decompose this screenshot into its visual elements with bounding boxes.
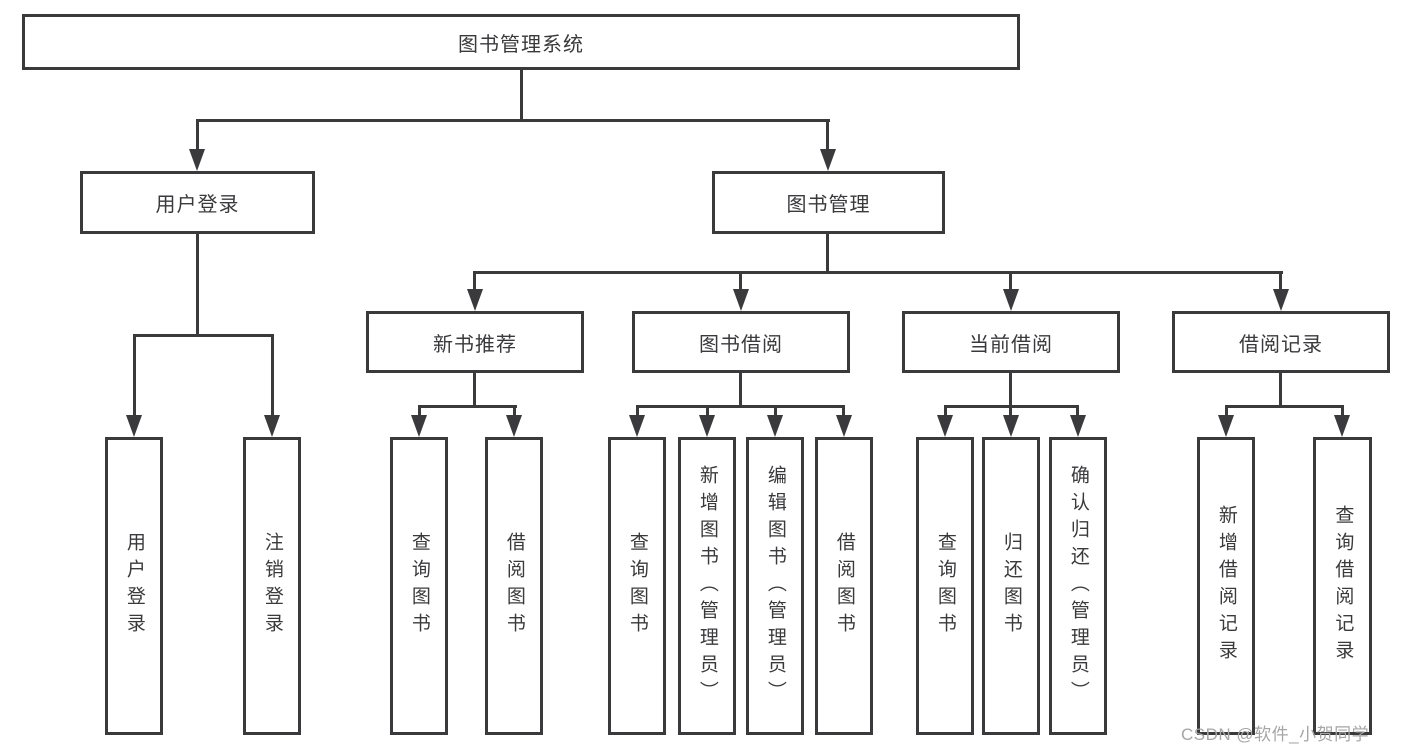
arrow-down-icon [836, 415, 852, 437]
arrow-down-icon [506, 415, 522, 437]
node-book-borrowing-label: 图书借阅 [699, 333, 783, 356]
leaf-add-books-admin-label: 新增图书（管理员） [696, 464, 718, 708]
node-user-login: 用户登录 [80, 171, 315, 234]
leaf-borrow-books-recommend: 借阅图书 [485, 437, 543, 735]
connector-line [1076, 405, 1079, 417]
node-borrowing-records: 借阅记录 [1172, 311, 1390, 373]
connector-line [636, 405, 845, 408]
arrow-down-icon [1003, 289, 1019, 311]
leaf-query-books-borrowing-label: 查询图书 [626, 532, 648, 640]
leaf-query-borrow-record-label: 查询借阅记录 [1332, 505, 1354, 667]
leaf-add-books-admin: 新增图书（管理员） [678, 437, 736, 735]
leaf-confirm-return-admin-label: 确认归还（管理员） [1067, 464, 1089, 708]
leaf-user-login-label: 用户登录 [123, 532, 145, 640]
connector-line [842, 405, 845, 417]
leaf-borrow-books-recommend-label: 借阅图书 [503, 532, 525, 640]
leaf-borrow-books-label: 借阅图书 [833, 532, 855, 640]
leaf-query-books-recommend-label: 查询图书 [408, 532, 430, 640]
arrow-down-icon [699, 415, 715, 437]
connector-line [1009, 405, 1012, 417]
node-book-management: 图书管理 [712, 171, 945, 234]
connector-line [826, 234, 829, 274]
node-book-management-label: 图书管理 [786, 194, 871, 216]
connector-line [196, 234, 199, 337]
arrow-down-icon [733, 289, 749, 311]
connector-line [636, 405, 639, 417]
leaf-logout: 注销登录 [243, 437, 301, 735]
leaf-logout-label: 注销登录 [261, 532, 283, 640]
arrow-down-icon [411, 415, 427, 437]
leaf-edit-books-admin-label: 编辑图书（管理员） [764, 464, 786, 708]
connector-line [1009, 271, 1012, 291]
connector-line [418, 405, 421, 417]
connector-line [1279, 373, 1282, 408]
leaf-query-books-recommend: 查询图书 [390, 437, 448, 735]
connector-line [418, 405, 517, 408]
connector-line [196, 119, 199, 151]
connector-line [196, 119, 830, 122]
connector-line [1009, 373, 1012, 408]
arrow-down-icon [937, 415, 953, 437]
arrow-down-icon [1273, 289, 1289, 311]
leaf-query-books-borrowing: 查询图书 [608, 437, 666, 735]
connector-line [475, 271, 1283, 274]
connector-line [706, 405, 709, 417]
connector-line [473, 271, 476, 291]
leaf-user-login: 用户登录 [105, 437, 163, 735]
node-user-login-label: 用户登录 [155, 194, 240, 216]
node-current-borrowing: 当前借阅 [902, 311, 1120, 373]
arrow-down-icon [820, 149, 836, 171]
leaf-query-books-current-label: 查询图书 [934, 532, 956, 640]
connector-line [739, 271, 742, 291]
leaf-return-books: 归还图书 [982, 437, 1040, 735]
connector-line [944, 405, 947, 417]
node-new-book-recommendation-label: 新书推荐 [433, 333, 517, 356]
arrow-down-icon [264, 415, 280, 437]
connector-line [133, 334, 274, 337]
connector-line [1225, 405, 1343, 408]
arrow-down-icon [1003, 415, 1019, 437]
arrow-down-icon [629, 415, 645, 437]
arrow-down-icon [1334, 415, 1350, 437]
node-current-borrowing-label: 当前借阅 [969, 333, 1053, 356]
leaf-return-books-label: 归还图书 [1000, 532, 1022, 640]
arrow-down-icon [467, 289, 483, 311]
arrow-down-icon [767, 415, 783, 437]
leaf-edit-books-admin: 编辑图书（管理员） [746, 437, 804, 735]
connector-line [739, 373, 742, 408]
arrow-down-icon [126, 415, 142, 437]
leaf-confirm-return-admin: 确认归还（管理员） [1049, 437, 1107, 735]
arrow-down-icon [189, 149, 205, 171]
leaf-borrow-books: 借阅图书 [815, 437, 873, 735]
node-new-book-recommendation: 新书推荐 [366, 311, 584, 373]
leaf-add-borrow-record: 新增借阅记录 [1197, 437, 1255, 735]
connector-line [826, 119, 829, 151]
connector-line [133, 334, 136, 417]
connector-line [1225, 405, 1228, 417]
leaf-query-borrow-record: 查询借阅记录 [1313, 437, 1372, 735]
csdn-watermark: CSDN @软件_小贺同学 [1181, 725, 1370, 744]
connector-line [520, 70, 523, 121]
connector-line [513, 405, 516, 417]
node-borrowing-records-label: 借阅记录 [1239, 333, 1323, 356]
connector-line [774, 405, 777, 417]
node-system-root-label: 图书管理系统 [458, 33, 584, 56]
leaf-add-borrow-record-label: 新增借阅记录 [1215, 505, 1237, 667]
arrow-down-icon [1218, 415, 1234, 437]
connector-line [1279, 271, 1282, 291]
node-book-borrowing: 图书借阅 [632, 311, 850, 373]
leaf-query-books-current: 查询图书 [916, 437, 974, 735]
connector-line [271, 334, 274, 417]
node-system-root: 图书管理系统 [22, 14, 1020, 70]
connector-line [473, 373, 476, 408]
arrow-down-icon [1070, 415, 1086, 437]
connector-line [1341, 405, 1344, 417]
